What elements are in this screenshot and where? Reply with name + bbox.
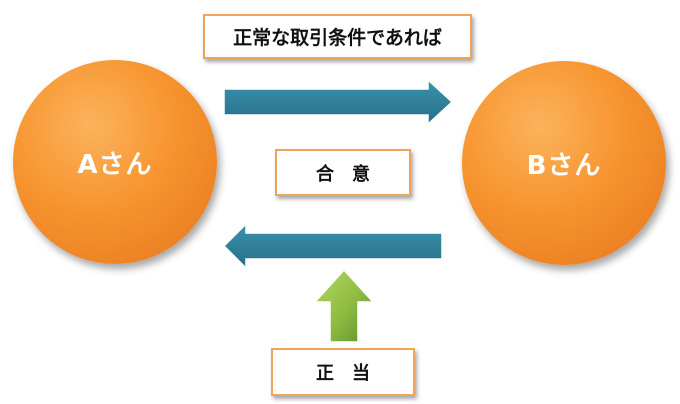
condition-label-box: 正常な取引条件であれば bbox=[203, 14, 472, 59]
left-arrow-icon bbox=[222, 222, 443, 270]
agreement-box: 合 意 bbox=[275, 149, 411, 196]
up-arrow-icon bbox=[313, 268, 375, 343]
party-b-circle: Bさん bbox=[462, 61, 666, 265]
agreement-label: 合 意 bbox=[316, 163, 370, 185]
legitimacy-label: 正 当 bbox=[316, 363, 370, 384]
condition-label: 正常な取引条件であれば bbox=[233, 27, 442, 49]
party-a-circle: Aさん bbox=[13, 60, 217, 264]
right-arrow-icon bbox=[223, 78, 454, 126]
party-b-label: Bさん bbox=[526, 150, 602, 181]
legitimacy-box: 正 当 bbox=[271, 348, 415, 396]
party-a-label: Aさん bbox=[77, 149, 153, 180]
